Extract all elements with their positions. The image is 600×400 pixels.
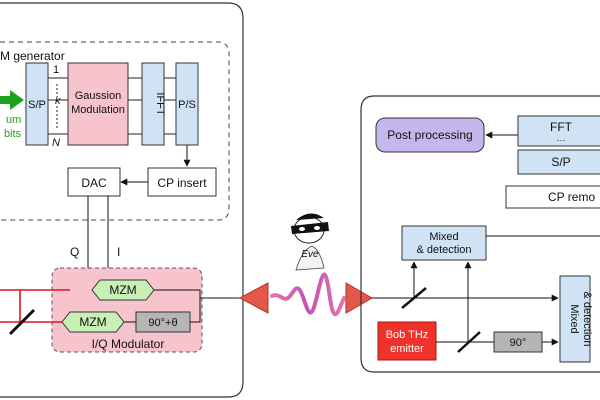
- i-label: I: [117, 245, 120, 259]
- bob-thz-emitter-block: [377, 321, 437, 361]
- cp-insert-block: [147, 167, 217, 197]
- fft-block: [517, 115, 600, 147]
- gaussian-line1: Gaussion: [75, 90, 121, 102]
- thz-wave: [270, 272, 346, 316]
- mzm-bottom-block: [61, 311, 125, 333]
- tx-horn-antenna: [238, 282, 269, 314]
- receiver-panel: Post processing FFT ··· S/P CP remo Mixe…: [360, 95, 600, 373]
- cp-remove-block: [505, 185, 600, 209]
- index-1: 1: [53, 64, 59, 76]
- gaussian-line2: Modulation: [71, 104, 125, 116]
- dac-label: DAC: [81, 176, 107, 190]
- transmitter-frame: [0, 2, 244, 398]
- sp-label: S/P: [28, 99, 46, 111]
- mzm-top-block: [91, 279, 155, 301]
- q-label: Q: [70, 245, 79, 259]
- receiver-frame: [360, 95, 600, 373]
- index-n: N: [52, 137, 60, 149]
- generator-title: M generator: [0, 49, 65, 63]
- cp-insert-label: CP insert: [157, 176, 207, 190]
- mixed-detection-right-block: [559, 275, 591, 363]
- mzm-bottom-label: MZM: [79, 315, 106, 329]
- bob-emitter-line1: Bob THz: [386, 329, 429, 341]
- mixed-detection-right-line1: Mixed: [568, 304, 580, 333]
- post-processing-label: Post processing: [387, 128, 472, 142]
- parallel-lines-sp: [48, 77, 68, 135]
- fft-label: FFT: [550, 120, 573, 134]
- mzm-top-label: MZM: [109, 283, 136, 297]
- iq-modulator-label: I/Q Modulator: [92, 337, 165, 351]
- post-processing-block: [375, 117, 485, 153]
- cp-remove-label: CP remo: [548, 190, 595, 204]
- mixed-detection-top-block: [401, 225, 487, 261]
- generator-dashed-frame: [0, 41, 230, 221]
- mixed-detection-top-line1: Mixed: [429, 231, 458, 243]
- mixed-detection-top-line2: & detection: [416, 244, 471, 256]
- mixed-detection-right-line2: & detection: [581, 291, 593, 346]
- eve-label: Eve: [301, 249, 319, 260]
- phase-out: [190, 298, 201, 323]
- phase-shifter-label: 90°+θ: [148, 317, 177, 329]
- parallel-lines-ifft: [164, 77, 176, 135]
- beam-splitter: [8, 308, 36, 336]
- mzm-top-out: [154, 289, 201, 298]
- ifft-label: IFFT: [154, 92, 166, 115]
- gaussian-modulation-block: [67, 62, 129, 146]
- input-label-line1: um: [6, 114, 21, 126]
- eve-icon: [291, 213, 329, 271]
- ifft-block: [141, 62, 165, 146]
- channel: Eve: [238, 213, 374, 316]
- parallel-lines-gauss: [128, 77, 142, 135]
- ps-label: P/S: [178, 99, 196, 111]
- rx-splitter-2: [457, 331, 481, 353]
- rx-sp-label: S/P: [551, 155, 570, 169]
- fft-dots: ···: [557, 135, 566, 145]
- rx-phase-label: 90°: [510, 337, 527, 349]
- input-label-line2: bits: [4, 128, 22, 140]
- index-k: k: [55, 95, 61, 107]
- bob-emitter-line2: emitter: [390, 343, 424, 355]
- sp-block: [25, 62, 49, 146]
- rx-horn-antenna: [345, 282, 374, 314]
- rx-sp-block: [517, 149, 600, 175]
- transmitter-panel: M generator um bits S/P 1 k N Gaussion M…: [0, 2, 244, 398]
- green-input-arrow: [0, 90, 24, 110]
- rx-splitter-1: [401, 287, 427, 309]
- dac-block: [67, 167, 121, 197]
